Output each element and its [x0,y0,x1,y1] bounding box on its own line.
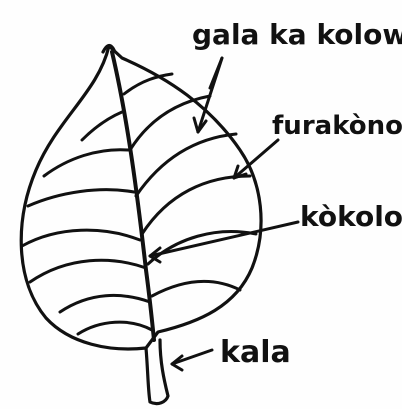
pointer-blade [234,140,278,178]
pointer-petiole [172,350,212,370]
vein-right-4 [142,176,250,234]
vein-right-6 [152,281,240,296]
vein-right-1 [124,74,172,94]
vein-left-6 [60,295,150,312]
pointer-midrib [150,222,298,262]
label-petiole: kala [220,335,291,370]
vein-left-4 [22,230,140,246]
vein-left-5 [30,260,146,282]
label-veins: gala ka kolow [192,18,402,51]
vein-left-2 [44,150,128,176]
vein-left-1 [82,112,122,140]
label-midrib: kòkolo [300,200,402,233]
vein-left-7 [78,322,152,334]
vein-right-3 [136,134,236,196]
petiole [146,340,168,404]
label-blade: furakòno [272,111,402,141]
vein-left-3 [28,190,134,206]
